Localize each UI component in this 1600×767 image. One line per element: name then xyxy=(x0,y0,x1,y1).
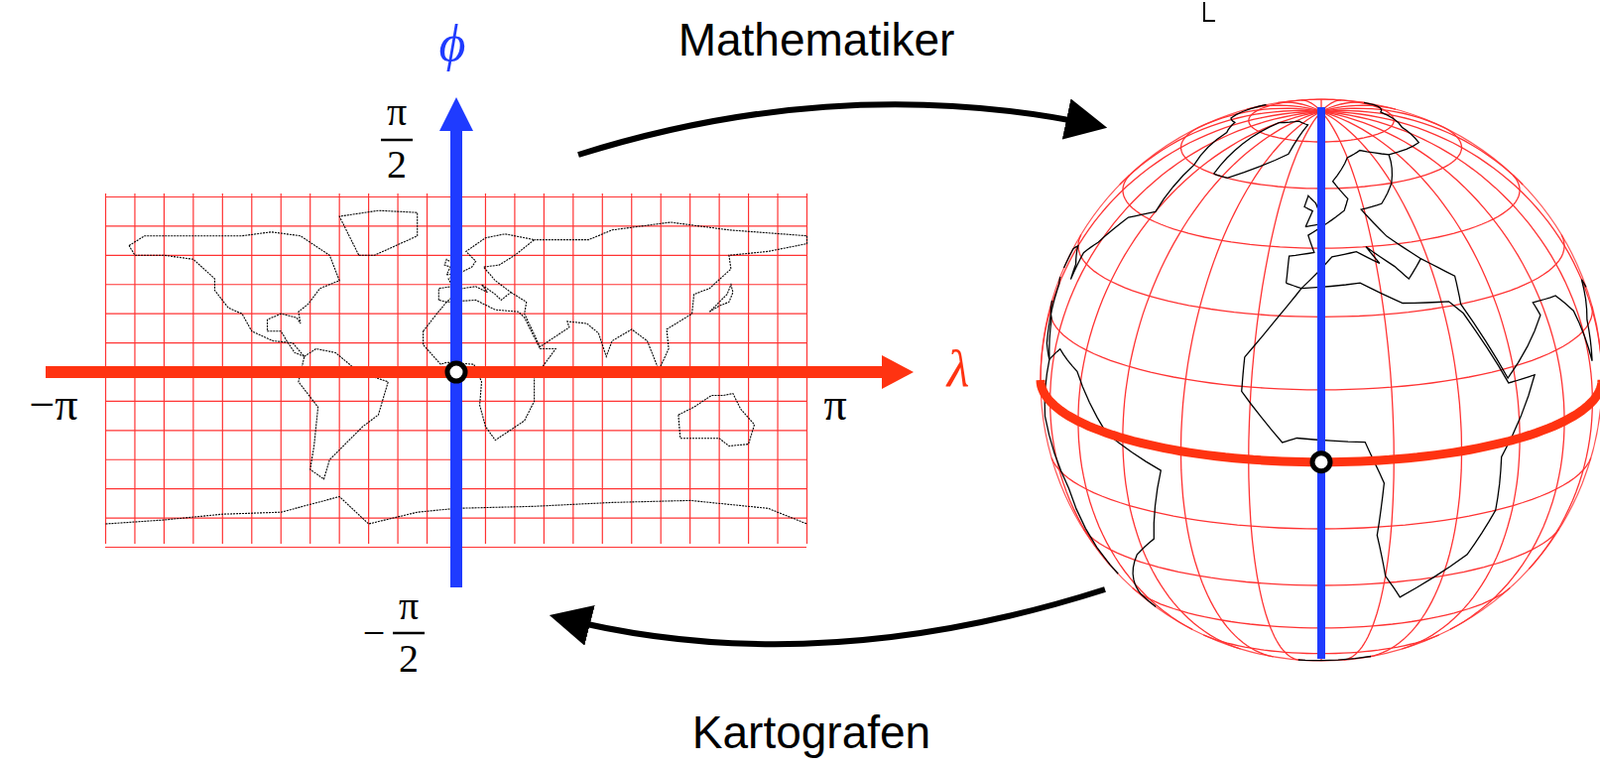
axis-limit: 2 xyxy=(398,638,419,679)
meridian xyxy=(1321,108,1444,127)
axis-limit: − xyxy=(363,613,386,653)
mapping-arrow xyxy=(578,104,1100,155)
meridian xyxy=(1119,111,1322,186)
meridian xyxy=(1321,111,1520,649)
coastline xyxy=(1044,349,1161,608)
meridian xyxy=(1122,111,1322,649)
origin-dot xyxy=(1312,453,1331,472)
arrow-label: Mathematiker xyxy=(678,16,956,63)
coastline xyxy=(709,284,734,312)
fraction-bar xyxy=(392,631,425,635)
fraction-bar xyxy=(380,138,413,142)
meridian xyxy=(1321,102,1365,112)
globe xyxy=(1040,99,1600,661)
axis-name: λ xyxy=(947,343,971,395)
coastline xyxy=(510,222,808,370)
corner-mark xyxy=(1204,1,1216,21)
coastline xyxy=(678,393,755,447)
axis-limit: −π xyxy=(28,381,78,428)
globe-outline xyxy=(1040,99,1600,661)
origin-dot xyxy=(447,363,466,381)
coastline xyxy=(1298,656,1371,661)
coastline xyxy=(1214,121,1309,178)
meridian xyxy=(1321,111,1593,569)
phi-axis xyxy=(450,126,463,588)
meridian xyxy=(1321,111,1523,186)
lambda-axis-head xyxy=(881,355,914,389)
meridian xyxy=(1040,111,1322,380)
coastline xyxy=(128,232,340,357)
axis-limit: π xyxy=(386,92,407,132)
coastline xyxy=(1241,282,1535,598)
axis-limit: 2 xyxy=(386,144,407,185)
mapping-arrow xyxy=(557,589,1106,644)
arrow-label: Kartografen xyxy=(692,709,931,755)
coastline xyxy=(1286,150,1422,289)
coastline xyxy=(339,210,418,255)
axis-name: ϕ xyxy=(439,17,467,70)
meridian xyxy=(1248,111,1322,660)
prime-meridian xyxy=(1317,107,1326,659)
axis-limit: π xyxy=(823,381,847,428)
meridian xyxy=(1321,111,1394,660)
axis-limit: π xyxy=(398,586,419,626)
phi-axis-head xyxy=(439,97,474,131)
coastline xyxy=(1363,102,1593,378)
coastline xyxy=(1046,105,1266,361)
